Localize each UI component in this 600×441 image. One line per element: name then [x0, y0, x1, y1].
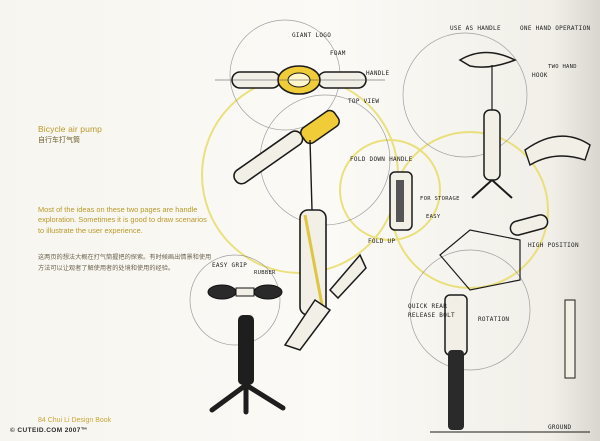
body-text-chinese: 这两页的想法大概在打气筒握把的探索。有时候画出情景和使用方法可以让观者了解使用者…	[38, 254, 212, 272]
label-giant-logo: GIANT LOGO	[292, 32, 332, 39]
watermark: © CUTEID.COM 2007™	[10, 427, 88, 434]
label-quick-release-bolt: QUICK REAR RELEASE BOLT	[408, 303, 455, 319]
label-handle: HANDLE	[366, 70, 390, 77]
main-pump-sketch	[233, 109, 367, 351]
label-fold-up: FOLD UP	[368, 238, 396, 245]
label-fold-down-handle: FOLD DOWN HANDLE	[350, 156, 413, 163]
label-one-hand-operation: ONE HAND OPERATION	[520, 25, 591, 32]
bottom-right-pump-sketch	[430, 214, 590, 433]
construction-circle	[402, 32, 528, 158]
caption-title: Bicycle air pump	[38, 124, 102, 134]
top-right-pump-sketch	[458, 51, 591, 199]
label-two-hand: TWO HAND	[548, 64, 577, 70]
highlight-circle	[391, 131, 549, 289]
label-foam: FOAM	[330, 50, 346, 57]
highlight-circle	[339, 139, 441, 241]
label-for-storage: FOR STORAGE	[420, 196, 460, 202]
caption-title-chinese: 自行车打气筒	[38, 137, 80, 144]
label-rotation: ROTATION	[478, 316, 510, 323]
fold-handle-detail-sketch	[389, 171, 413, 231]
label-use-as-handle: USE AS HANDLE	[450, 25, 501, 32]
label-top-view: TOP VIEW	[348, 98, 380, 105]
label-high-position: HIGH POSITION	[528, 242, 579, 249]
easy-grip-pump-sketch	[207, 284, 286, 415]
construction-circle	[189, 254, 281, 346]
page-folio: 84 Chui Li Design Book	[38, 417, 112, 424]
label-ground: GROUND	[548, 424, 572, 431]
label-easy: EASY	[426, 214, 441, 220]
body-text-english: Most of the ideas on these two pages are…	[38, 205, 207, 235]
label-hook: HOOK	[532, 72, 548, 79]
label-easy-grip: EASY GRIP	[212, 262, 248, 269]
label-rubber: RUBBER	[254, 270, 276, 276]
construction-circle	[409, 249, 531, 371]
top-view-handle-sketch	[215, 65, 385, 95]
